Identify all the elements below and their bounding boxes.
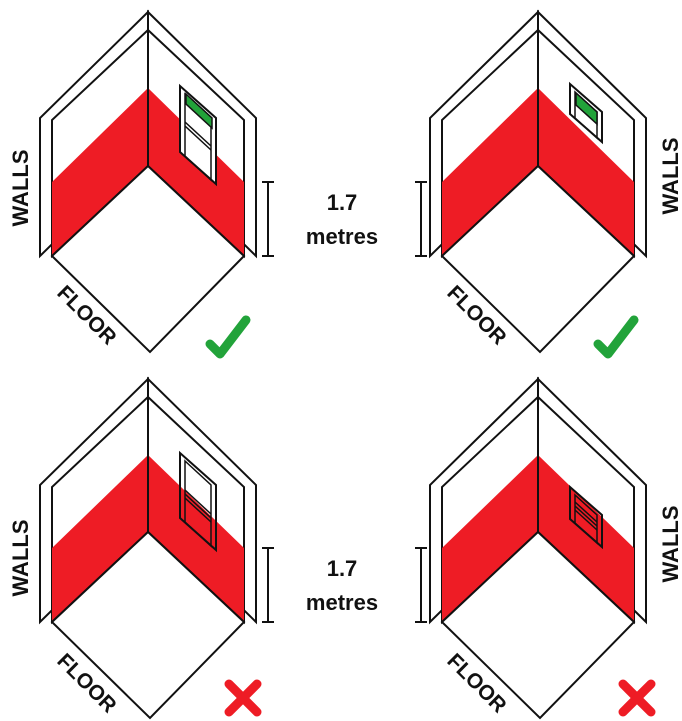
- height-bracket-top-right: [415, 181, 427, 257]
- walls-label-top-right: WALLS: [658, 138, 682, 215]
- room-corner-bottom-left: [39, 376, 262, 720]
- red-zone-right: [148, 455, 244, 622]
- red-zone-left: [442, 455, 538, 622]
- room-corner-top-right: [429, 9, 647, 359]
- floor: [50, 164, 246, 354]
- cross-icon: [224, 679, 262, 717]
- red-zone-right: [538, 88, 634, 256]
- height-bracket-top-left: [262, 181, 274, 257]
- window-top-right: [569, 81, 603, 145]
- floor: [440, 164, 636, 354]
- red-zone-left: [52, 455, 148, 622]
- red-zone-left: [442, 88, 538, 256]
- room-corner-top-left: [39, 9, 257, 359]
- height-value-bottom: 1.7: [327, 556, 358, 581]
- check-icon: [593, 315, 639, 359]
- red-zone-left: [52, 88, 148, 256]
- height-unit-top: metres: [306, 224, 378, 249]
- walls-label-bottom-left: WALLS: [8, 520, 33, 597]
- window-bottom-right: [569, 484, 603, 550]
- window-bottom-left: [179, 450, 217, 553]
- height-bracket-bottom-right: [415, 547, 427, 623]
- height-unit-bottom: metres: [306, 590, 378, 615]
- red-zone-right: [538, 455, 634, 622]
- walls-label-top-left: WALLS: [8, 150, 33, 227]
- height-value-top: 1.7: [327, 190, 358, 215]
- walls-label-bottom-right: WALLS: [658, 506, 682, 583]
- height-bracket-bottom-left: [262, 547, 274, 623]
- floor: [50, 530, 246, 720]
- window-top-left: [179, 83, 217, 187]
- cross-icon: [618, 679, 656, 717]
- red-zone-right: [148, 88, 244, 256]
- check-icon: [205, 315, 251, 359]
- floor: [440, 530, 636, 720]
- room-corner-bottom-right: [429, 376, 656, 720]
